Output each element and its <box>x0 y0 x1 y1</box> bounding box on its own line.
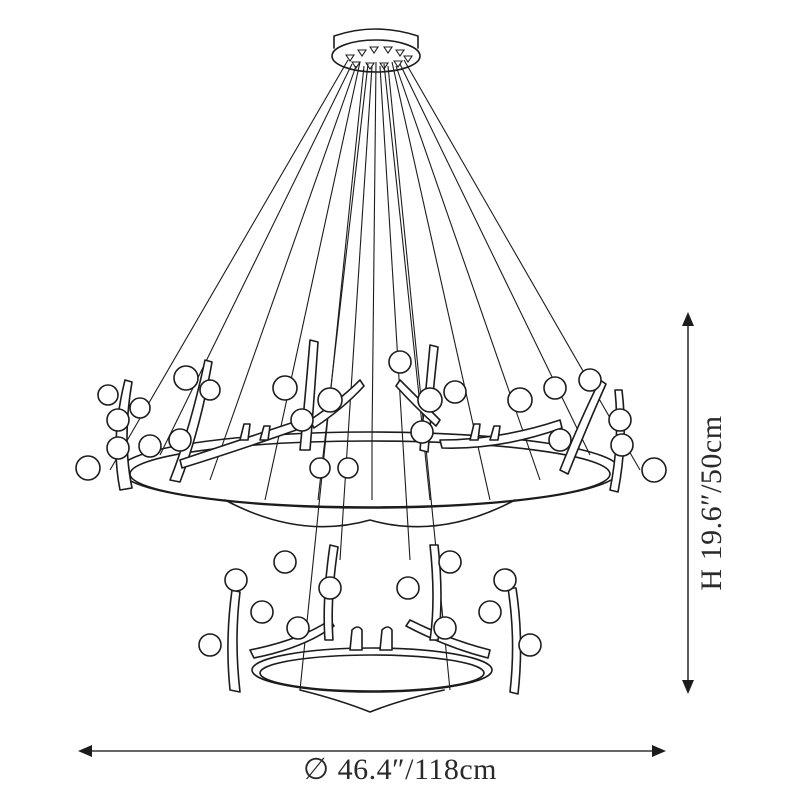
lower-globe-bulbs <box>198 550 542 657</box>
height-dimension-arrow <box>682 312 694 694</box>
height-dimension-label: H 19.6″/50cm <box>695 415 728 591</box>
upper-antler-branches <box>115 339 626 493</box>
upper-globe-bulbs <box>75 350 667 483</box>
width-dimension-arrow <box>78 745 666 757</box>
upper-ring <box>119 431 621 528</box>
lower-antler-branches <box>227 544 522 695</box>
lower-ring <box>251 647 493 713</box>
width-dimension-label: ∅ 46.4″/118cm <box>303 753 497 786</box>
